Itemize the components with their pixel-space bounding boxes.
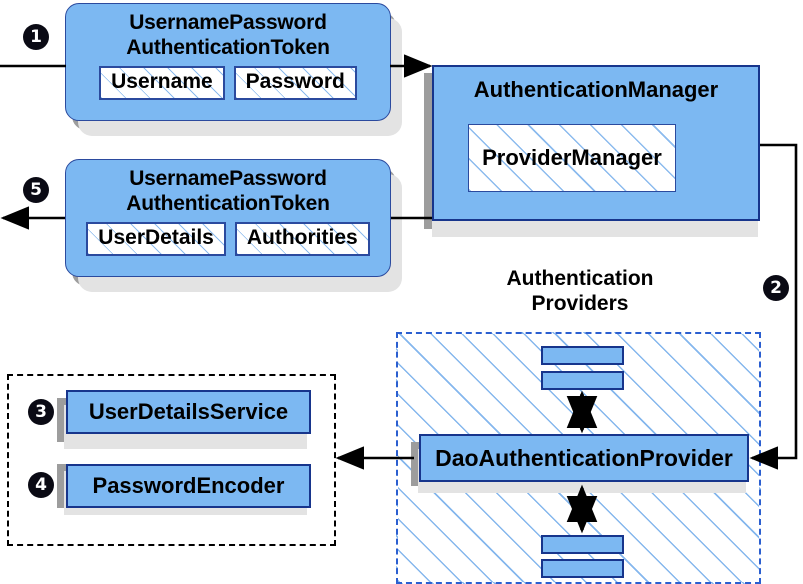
step-bullet-2-number: 2: [770, 277, 782, 298]
response-token-card[interactable]: UsernamePassword AuthenticationToken Use…: [65, 159, 391, 277]
authentication-manager-box[interactable]: AuthenticationManager ProviderManager: [432, 65, 760, 221]
step-bullet-5: 5: [23, 177, 49, 203]
step-bullet-4: 4: [28, 472, 54, 498]
password-encoder-label: PasswordEncoder: [92, 473, 285, 498]
provider-manager-box[interactable]: ProviderManager: [468, 124, 676, 192]
userdetails-service-label: UserDetailsService: [88, 399, 289, 424]
userdetails-field[interactable]: UserDetails: [86, 222, 226, 256]
provider-placeholder-top-1[interactable]: [541, 346, 624, 365]
providers-caption-line1: Authentication: [506, 267, 654, 290]
request-token-card[interactable]: UsernamePassword AuthenticationToken Use…: [65, 3, 391, 121]
request-token-fields: Username Password: [99, 66, 357, 100]
username-field[interactable]: Username: [99, 66, 225, 100]
step-bullet-3: 3: [28, 399, 54, 425]
response-token-title-line1: UsernamePassword: [129, 167, 327, 190]
password-field[interactable]: Password: [233, 66, 357, 100]
userdetails-service-box[interactable]: UserDetailsService: [66, 390, 311, 434]
provider-placeholder-top-2[interactable]: [541, 371, 624, 390]
step-bullet-3-number: 3: [35, 401, 47, 422]
providers-caption-line2: Providers: [531, 292, 629, 315]
request-token-title-line1: UsernamePassword: [129, 11, 327, 34]
authentication-manager-title: AuthenticationManager: [473, 77, 719, 102]
step-bullet-5-number: 5: [30, 179, 42, 200]
response-token-title-line2: AuthenticationToken: [126, 192, 330, 215]
step-bullet-4-number: 4: [35, 474, 47, 495]
dao-authentication-provider-label: DaoAuthenticationProvider: [435, 444, 733, 471]
dao-authentication-provider-box[interactable]: DaoAuthenticationProvider: [419, 434, 749, 482]
step-bullet-2: 2: [763, 275, 789, 301]
provider-placeholder-bottom-1[interactable]: [541, 535, 624, 554]
provider-manager-label: ProviderManager: [482, 145, 662, 170]
authorities-field[interactable]: Authorities: [234, 222, 370, 256]
step-bullet-1: 1: [23, 24, 49, 50]
provider-placeholder-bottom-2[interactable]: [541, 559, 624, 578]
step-bullet-1-number: 1: [30, 26, 42, 47]
request-token-title-line2: AuthenticationToken: [126, 36, 330, 59]
authentication-providers-caption: Authentication Providers: [452, 266, 708, 316]
password-encoder-box[interactable]: PasswordEncoder: [66, 464, 311, 508]
response-token-fields: UserDetails Authorities: [86, 222, 370, 256]
